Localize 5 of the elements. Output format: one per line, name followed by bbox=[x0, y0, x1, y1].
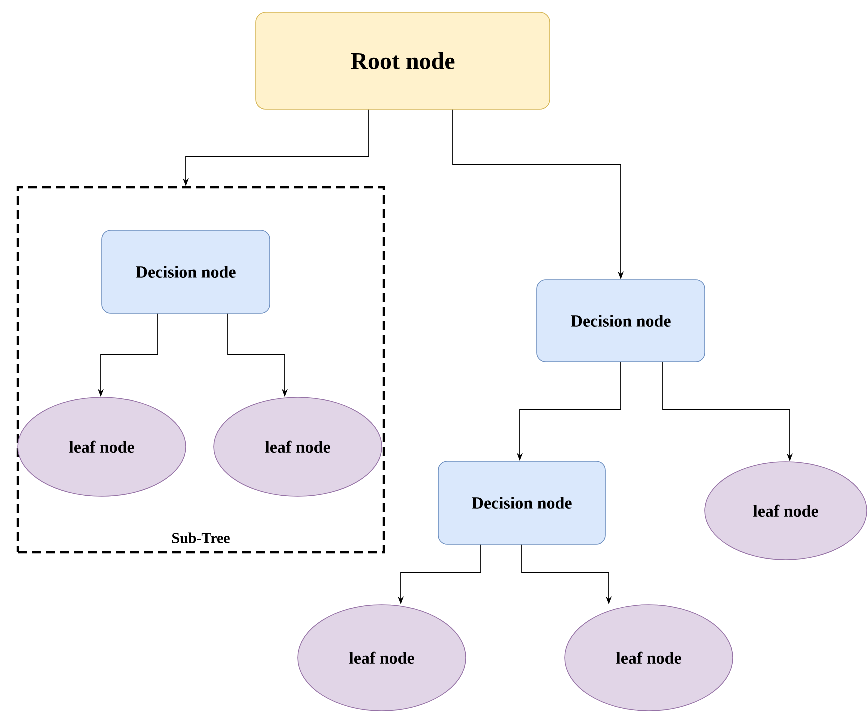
decision-box: Decision node bbox=[438, 461, 606, 545]
decision-box: Decision node bbox=[102, 230, 270, 314]
decision-box: Decision node bbox=[536, 280, 706, 362]
group-label: Sub-Tree bbox=[172, 532, 230, 544]
root-box: Root node bbox=[256, 12, 550, 110]
